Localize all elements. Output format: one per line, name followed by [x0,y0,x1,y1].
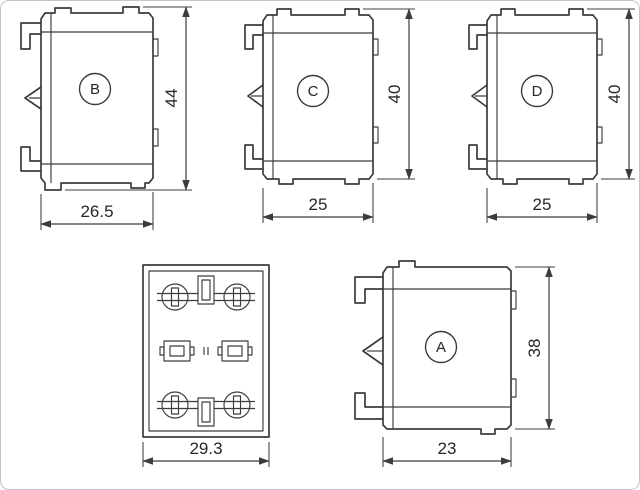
label-circle [78,72,112,106]
terminal-bump [153,128,159,147]
mounting-hook-top [354,276,384,304]
dimension-top-view-width: 29.3 [142,439,270,467]
label-circle [424,330,458,364]
contact-nub [189,346,195,356]
contact-nub [159,346,165,356]
component-a-label: A [436,339,446,356]
terminal-screw [223,283,251,311]
dimension-b-height: 44 [65,6,192,191]
mounting-hook-bottom [20,146,42,172]
dimension-c-width: 25 [262,183,374,223]
dimension-a-width: 23 [382,437,512,467]
dimension-b-width-value: 26.5 [80,202,113,221]
dimension-a-height-value: 38 [525,339,544,358]
component-a-drawing: A [354,260,517,435]
snap-latch [24,86,42,110]
center-clamp-slot [201,279,211,301]
top-view-drawing [142,264,270,438]
terminal-screw [161,283,189,311]
dimension-b-height-value: 44 [162,89,181,108]
contact-nub [217,346,223,356]
terminal-screw [161,391,189,419]
contact-nub [247,346,253,356]
mounting-hook-bottom [354,392,384,420]
terminal-screw [223,391,251,419]
dimension-a-height: 38 [515,266,555,430]
dimension-d-height-value: 40 [605,85,624,104]
terminal-bump [153,38,159,57]
dimension-d-width-value: 25 [533,195,552,214]
contact-element-slot [227,345,243,357]
screw-slot [232,395,242,415]
mounting-hook-top [20,22,42,50]
contact-element [221,340,249,362]
screw-slot [170,395,180,415]
snap-latch [362,336,384,366]
body-outline [382,260,512,435]
dimension-top-view-width-value: 29.3 [189,439,222,458]
dimension-d-width: 25 [486,183,598,223]
component-c-label: C [308,83,319,100]
dimension-c-height-value: 40 [385,85,404,104]
body-outline [40,6,154,191]
housing-inner-wall [148,270,264,432]
dimension-b-width: 26.5 [40,192,154,230]
housing-outline [142,264,270,438]
screw-slot [170,287,180,307]
contact-element-slot [169,345,185,357]
dimension-c-width-value: 25 [309,195,328,214]
screw-slot [232,287,242,307]
dimension-c-height: 40 [363,8,415,180]
component-b-drawing: B [20,6,159,191]
terminal-bump [511,290,517,310]
contact-element [163,340,191,362]
component-d-label: D [532,83,543,100]
dimension-a-width-value: 23 [438,439,457,458]
component-b-label: B [90,81,100,98]
dimension-d-height: 40 [587,8,635,180]
terminal-bump [511,378,517,398]
center-clamp-slot [201,401,211,423]
